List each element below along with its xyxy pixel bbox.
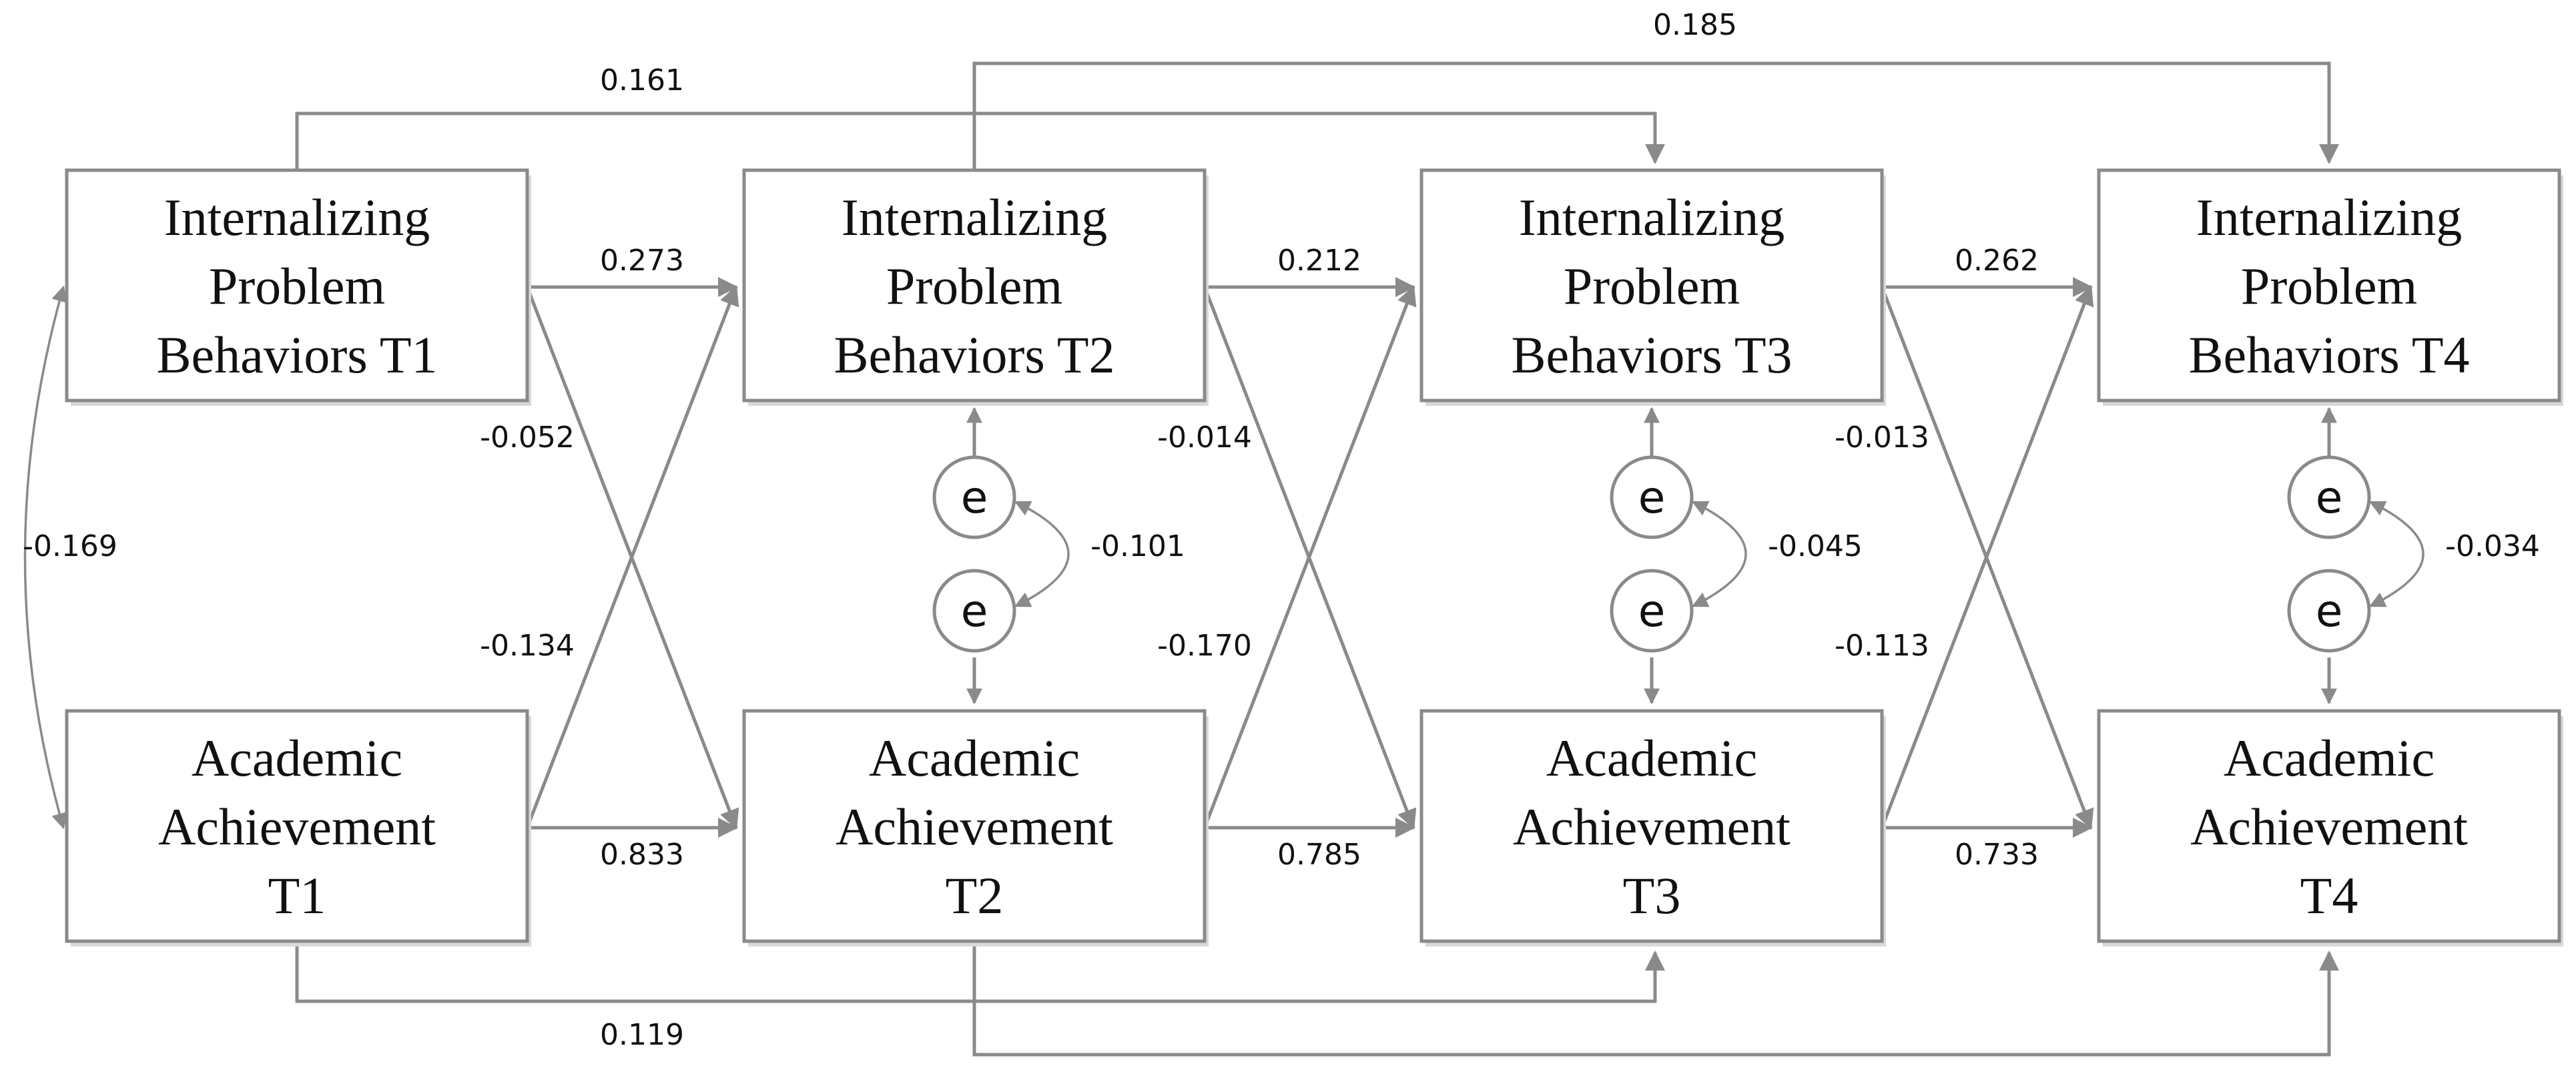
node-label-line: T4 bbox=[2300, 866, 2358, 924]
coef-int-t1-t3: 0.161 bbox=[600, 63, 684, 97]
node-label-line: T3 bbox=[1623, 866, 1681, 924]
cov-t1-arc bbox=[23, 285, 67, 830]
node-label-line: T2 bbox=[946, 866, 1004, 924]
node-achievement-t1: Academic Achievement T1 bbox=[65, 709, 531, 947]
node-internalizing-t4: Internalizing Problem Behaviors T4 bbox=[2097, 168, 2563, 406]
error-circle-int-t3 bbox=[1610, 455, 1694, 539]
path-ach-t2-int-t3 bbox=[1203, 285, 1417, 828]
coef-cov-t1: -0.169 bbox=[23, 529, 117, 563]
node-label-line: Behaviors T2 bbox=[834, 326, 1114, 384]
node-internalizing-t1: Internalizing Problem Behaviors T1 bbox=[65, 168, 531, 406]
coef-int-t1-ach-t2: -0.052 bbox=[480, 421, 575, 455]
node-label-line: Achievement bbox=[2190, 798, 2468, 856]
error-label: e bbox=[961, 472, 988, 523]
node-label-line: Academic bbox=[869, 729, 1080, 787]
coef-err-cov-t2: -0.101 bbox=[1090, 529, 1185, 563]
node-label-line: Academic bbox=[192, 729, 402, 787]
node-achievement-t2: Academic Achievement T2 bbox=[742, 709, 1209, 947]
node-achievement-t3: Academic Achievement T3 bbox=[1419, 709, 1886, 947]
node-label-line: Internalizing bbox=[842, 188, 1108, 246]
node-label-line: Achievement bbox=[1513, 798, 1791, 856]
error-label: e bbox=[1638, 585, 1666, 637]
error-label: e bbox=[2316, 585, 2343, 637]
coef-ach-t2-t3: 0.785 bbox=[1277, 838, 1361, 872]
error-cov-t2-arc bbox=[1014, 501, 1070, 607]
node-label-line: Achievement bbox=[158, 798, 436, 856]
node-label-line: Behaviors T1 bbox=[156, 326, 437, 384]
coef-int-t1-t2: 0.273 bbox=[600, 244, 684, 278]
path-int-t2-t4 bbox=[972, 61, 2339, 170]
error-terms-t4: e e bbox=[2287, 407, 2425, 705]
error-terms-t3: e e bbox=[1610, 407, 1747, 705]
coef-ach-t3-t4: 0.733 bbox=[1955, 838, 2039, 872]
coef-ach-t3-int-t4: -0.113 bbox=[1835, 629, 1929, 663]
node-label-line: Behaviors T3 bbox=[1511, 326, 1792, 384]
node-internalizing-t3: Internalizing Problem Behaviors T3 bbox=[1419, 168, 1886, 406]
coef-ach-t2-int-t3: -0.170 bbox=[1157, 629, 1252, 663]
error-label: e bbox=[1638, 472, 1666, 523]
error-circle-ach-t3 bbox=[1610, 569, 1694, 653]
path-ach-t1-int-t2 bbox=[525, 285, 739, 828]
path-ach-t2-t4 bbox=[972, 943, 2339, 1057]
node-label-line: Internalizing bbox=[164, 188, 430, 246]
coef-ach-t1-int-t2: -0.134 bbox=[480, 629, 575, 663]
node-label-line: Academic bbox=[1546, 729, 1757, 787]
coef-int-t2-t4: 0.185 bbox=[1653, 8, 1737, 42]
node-label-line: Behaviors T4 bbox=[2188, 326, 2469, 384]
node-label-line: Achievement bbox=[836, 798, 1113, 856]
node-label-line: Problem bbox=[2241, 257, 2417, 315]
coef-int-t3-ach-t4: -0.013 bbox=[1835, 421, 1929, 455]
node-label-line: Problem bbox=[886, 257, 1062, 315]
node-label-line: Problem bbox=[1564, 257, 1740, 315]
error-cov-t3-arc bbox=[1691, 501, 1747, 607]
coef-int-t3-t4: 0.262 bbox=[1955, 244, 2039, 278]
node-label-line: T1 bbox=[268, 866, 326, 924]
coef-ach-t1-t2: 0.833 bbox=[600, 838, 684, 872]
error-circle-ach-t4 bbox=[2287, 569, 2371, 653]
coef-int-t2-t3: 0.212 bbox=[1277, 244, 1361, 278]
error-label: e bbox=[961, 585, 988, 637]
node-label-line: Internalizing bbox=[1519, 188, 1785, 246]
error-label: e bbox=[2316, 472, 2343, 523]
node-internalizing-t2: Internalizing Problem Behaviors T2 bbox=[742, 168, 1209, 406]
node-label-line: Problem bbox=[209, 257, 385, 315]
error-terms-t2: e e bbox=[932, 407, 1070, 705]
node-achievement-t4: Academic Achievement T4 bbox=[2097, 709, 2563, 947]
path-ach-t3-int-t4 bbox=[1880, 285, 2094, 828]
error-circle-ach-t2 bbox=[932, 569, 1016, 653]
coef-ach-t1-t3: 0.119 bbox=[600, 1018, 684, 1052]
node-label-line: Internalizing bbox=[2196, 188, 2463, 246]
error-circle-int-t2 bbox=[932, 455, 1016, 539]
coef-err-cov-t4: -0.034 bbox=[2445, 529, 2540, 563]
coef-err-cov-t3: -0.045 bbox=[1768, 529, 1863, 563]
coef-int-t2-ach-t3: -0.014 bbox=[1157, 421, 1252, 455]
error-circle-int-t4 bbox=[2287, 455, 2371, 539]
node-label-line: Academic bbox=[2224, 729, 2435, 787]
error-cov-t4-arc bbox=[2368, 501, 2425, 607]
